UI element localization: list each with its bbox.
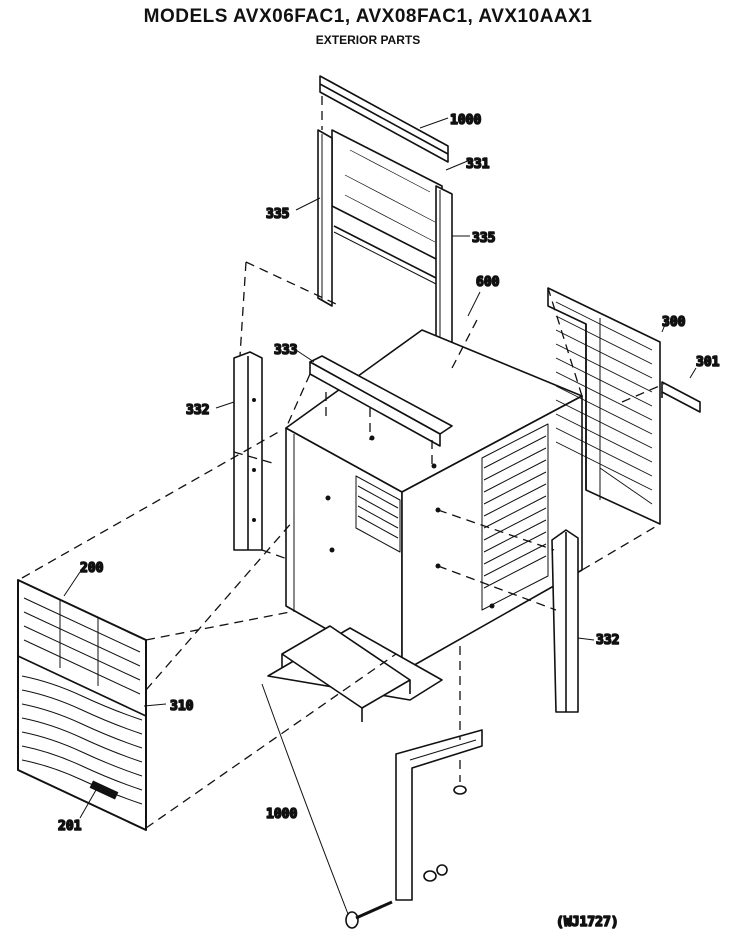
bottom-pan xyxy=(267,625,443,722)
callout-mounting-kit: 1000 xyxy=(266,807,297,822)
diagram-subtitle: EXTERIOR PARTS xyxy=(315,33,421,47)
side-strip-left xyxy=(233,351,263,551)
callout-top-angle: 331 xyxy=(466,157,490,172)
callout-side-strip-right: 332 xyxy=(596,633,619,648)
rear-grille xyxy=(547,287,661,525)
top-cover xyxy=(319,75,449,163)
callout-front-panel: 200 xyxy=(80,561,104,576)
callout-side-rail-right: 335 xyxy=(472,231,495,246)
callout-rear-grille: 300 xyxy=(662,315,686,330)
reference-code: (WJ1727) xyxy=(556,915,619,930)
assembly-lines xyxy=(21,96,665,829)
callout-top-channel: 333 xyxy=(274,343,297,358)
cabinet-body xyxy=(285,329,583,673)
callout-side-strip-left: 332 xyxy=(186,403,209,418)
callout-front-louver: 310 xyxy=(170,699,194,714)
mounting-screw xyxy=(345,900,393,929)
side-rail-left xyxy=(317,129,333,307)
leader-lines xyxy=(63,117,697,915)
top-channel xyxy=(309,355,453,447)
front-panel xyxy=(17,579,147,831)
callout-rear-bracket: 301 xyxy=(696,355,720,370)
callout-top-cover: 1000 xyxy=(450,113,481,128)
callout-front-label: 201 xyxy=(58,819,82,834)
callout-labels: 1000 331 335 335 600 300 301 333 332 200… xyxy=(57,112,720,931)
top-panel xyxy=(331,129,443,287)
callout-cabinet: 600 xyxy=(476,275,500,290)
support-bracket xyxy=(395,729,483,901)
diagram-title: MODELS AVX06FAC1, AVX08FAC1, AVX10AAX1 xyxy=(143,6,593,27)
side-strip-right xyxy=(551,529,579,713)
callout-side-rail-left: 335 xyxy=(266,207,289,222)
rear-bracket xyxy=(661,381,701,413)
